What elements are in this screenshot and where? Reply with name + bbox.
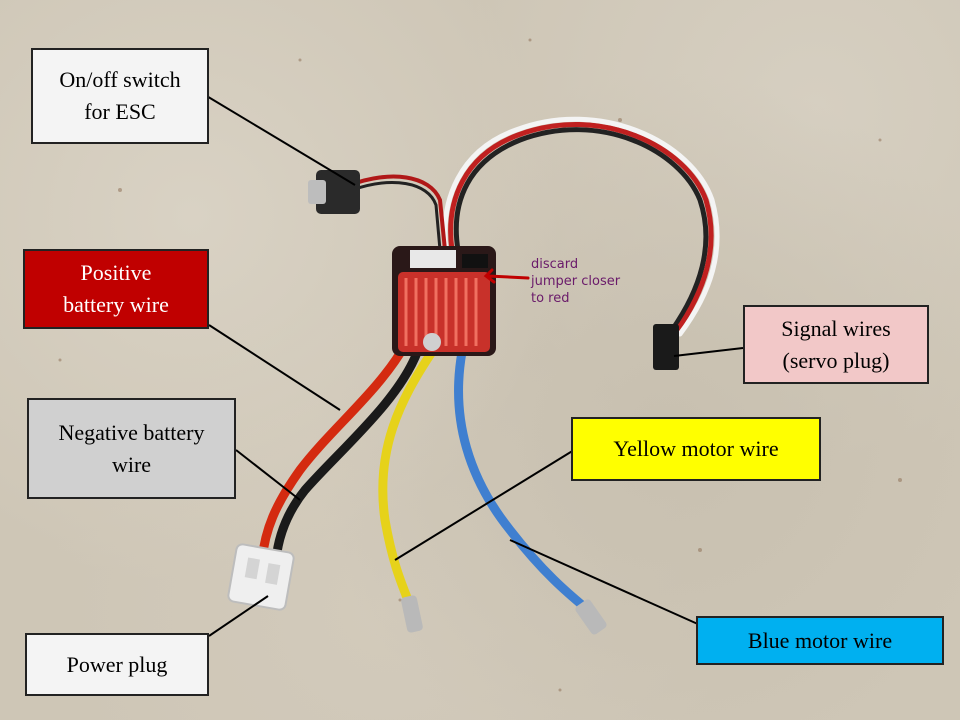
signal-wires-label: Signal wires (servo plug) [743, 305, 929, 384]
switch-cable [349, 174, 447, 251]
yellow-motor-wire-label: Yellow motor wire [571, 417, 821, 481]
power-plug [227, 543, 295, 611]
negative-battery-wire-label: Negative battery wire [27, 398, 236, 499]
on-off-switch-label: On/off switch for ESC [31, 48, 209, 144]
yellow-bullet-connector [401, 595, 423, 633]
esc-body [392, 246, 496, 356]
servo-plug [653, 324, 679, 370]
blue-motor-wire [454, 347, 593, 615]
servo-cable [442, 116, 720, 337]
power-plug-label: Power plug [25, 633, 209, 696]
switch-body [308, 170, 360, 214]
yellow-motor-wire [378, 347, 437, 605]
positive-battery-wire-label: Positive battery wire [23, 249, 209, 329]
blue-motor-wire-label: Blue motor wire [696, 616, 944, 665]
blue-bullet-connector [575, 599, 607, 635]
black-battery-wire [271, 345, 423, 565]
red-battery-wire [257, 340, 410, 565]
jumper-arrow [483, 268, 530, 284]
jumper-note: discard jumper closer to red [531, 257, 621, 306]
leader-lines [204, 94, 744, 637]
